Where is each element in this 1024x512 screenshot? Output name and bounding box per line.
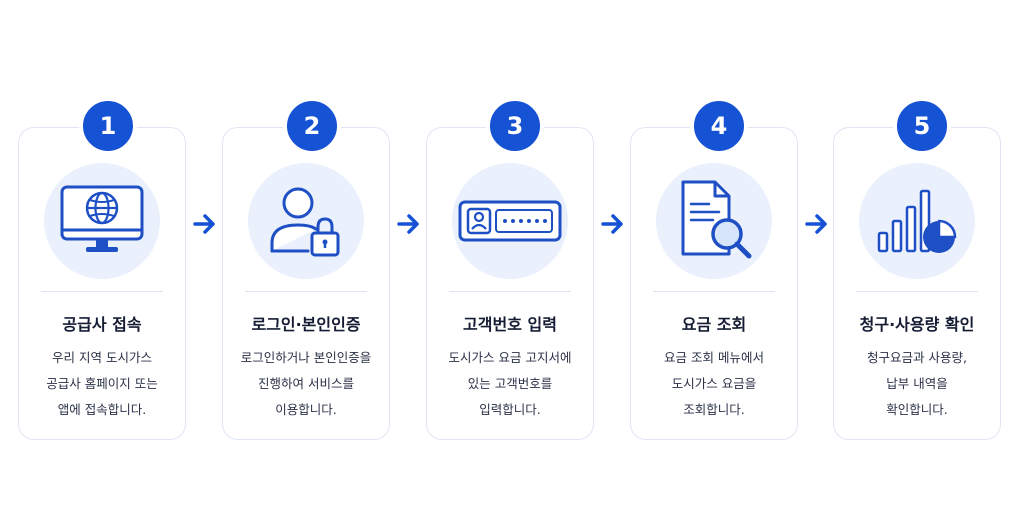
step-4-desc-line-2: 도시가스 요금을 xyxy=(671,376,757,391)
step-2-icon-circle xyxy=(248,163,364,279)
document-search-icon xyxy=(681,180,752,259)
step-2-description: 로그인하거나 본인인증을 진행하여 서비스를 이용합니다. xyxy=(227,345,385,423)
step-5-card: 청구·사용량 확인 청구요금과 사용량, 납부 내역을 확인합니다. xyxy=(833,127,1001,440)
step-4-description: 요금 조회 메뉴에서 도시가스 요금을 조회합니다. xyxy=(635,345,793,423)
step-3-icon-circle xyxy=(452,163,568,279)
step-1-desc-line-1: 우리 지역 도시가스 xyxy=(52,350,152,365)
monitor-globe-icon xyxy=(60,185,144,252)
step-2-desc-line-2: 진행하여 서비스를 xyxy=(258,376,354,391)
step-2-title: 로그인·본인인증 xyxy=(251,315,361,334)
step-2-card: 로그인·본인인증 로그인하거나 본인인증을 진행하여 서비스를 이용합니다. xyxy=(222,127,390,440)
step-3-card: 고객번호 입력 도시가스 요금 고지서에 있는 고객번호를 입력합니다. xyxy=(426,127,594,440)
step-3-divider xyxy=(449,291,571,292)
step-3-number-badge: 3 xyxy=(486,97,544,155)
step-1-title: 공급사 접속 xyxy=(62,315,142,334)
step-1-desc-line-2: 공급사 홈페이지 또는 xyxy=(46,376,158,391)
arrow-3-to-4-icon xyxy=(598,209,628,239)
arrow-1-to-2-icon xyxy=(190,209,220,239)
step-2-desc-line-3: 이용합니다. xyxy=(275,402,337,417)
step-2-divider xyxy=(245,291,367,292)
step-4-card: 요금 조회 요금 조회 메뉴에서 도시가스 요금을 조회합니다. xyxy=(630,127,798,440)
step-5-desc-line-3: 확인합니다. xyxy=(886,402,948,417)
step-5-number-badge: 5 xyxy=(893,97,951,155)
step-4-number-badge: 4 xyxy=(690,97,748,155)
step-5-description: 청구요금과 사용량, 납부 내역을 확인합니다. xyxy=(838,345,996,423)
step-5-title: 청구·사용량 확인 xyxy=(859,315,975,334)
step-4-desc-line-3: 조회합니다. xyxy=(683,402,745,417)
step-3-desc-line-1: 도시가스 요금 고지서에 xyxy=(448,350,572,365)
customer-number-field-icon xyxy=(458,200,562,242)
arrow-2-to-3-icon xyxy=(394,209,424,239)
step-4-title: 요금 조회 xyxy=(681,315,747,334)
step-2-number-badge: 2 xyxy=(283,97,341,155)
arrow-4-to-5-icon xyxy=(802,209,832,239)
step-5-icon-circle xyxy=(859,163,975,279)
step-1-number-badge: 1 xyxy=(79,97,137,155)
step-1-divider xyxy=(41,291,163,292)
step-1-card: 공급사 접속 우리 지역 도시가스 공급사 홈페이지 또는 앱에 접속합니다. xyxy=(18,127,186,440)
step-4-divider xyxy=(653,291,775,292)
step-1-icon-circle xyxy=(44,163,160,279)
step-5-divider xyxy=(856,291,978,292)
step-3-desc-line-2: 있는 고객번호를 xyxy=(467,376,553,391)
step-3-desc-line-3: 입력합니다. xyxy=(479,402,541,417)
step-5-desc-line-1: 청구요금과 사용량, xyxy=(867,350,967,365)
step-4-desc-line-1: 요금 조회 메뉴에서 xyxy=(664,350,764,365)
bar-pie-chart-icon xyxy=(877,189,957,253)
step-5-desc-line-2: 납부 내역을 xyxy=(886,376,948,391)
step-2-desc-line-1: 로그인하거나 본인인증을 xyxy=(240,350,372,365)
step-4-icon-circle xyxy=(656,163,772,279)
step-1-description: 우리 지역 도시가스 공급사 홈페이지 또는 앱에 접속합니다. xyxy=(23,345,181,423)
user-lock-icon xyxy=(270,187,340,257)
step-3-title: 고객번호 입력 xyxy=(463,315,557,334)
step-3-description: 도시가스 요금 고지서에 있는 고객번호를 입력합니다. xyxy=(431,345,589,423)
step-1-desc-line-3: 앱에 접속합니다. xyxy=(57,402,147,417)
